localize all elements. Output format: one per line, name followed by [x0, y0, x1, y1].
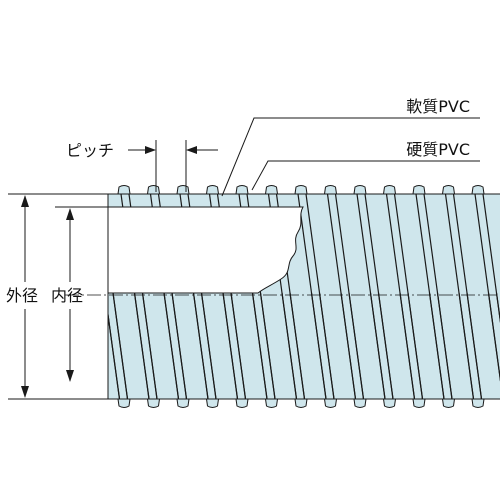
rib-bump: [353, 185, 367, 195]
spiral-rib-line: [133, 293, 150, 399]
rib-bump: [442, 185, 455, 195]
rib-bump: [265, 398, 278, 408]
rib-bump: [442, 398, 455, 408]
spiral-rib-line: [369, 293, 386, 399]
spiral-rib-line: [458, 293, 475, 399]
inner-diameter-label: 内径: [51, 286, 83, 305]
spiral-rib-line: [281, 293, 298, 399]
outer-diameter-label: 外径: [6, 286, 38, 305]
rib-bumps-top: [117, 185, 485, 195]
rib-bump: [294, 398, 308, 408]
hard-pvc-label: 硬質PVC: [406, 140, 470, 159]
spiral-rib-line: [200, 293, 217, 399]
rib-bump: [294, 185, 308, 195]
spiral-rib-line: [436, 293, 453, 399]
spiral-rib-line: [318, 293, 335, 399]
spiral-ribs-lower: [108, 293, 500, 399]
rib-bump: [206, 185, 219, 195]
hard-pvc-leader: [251, 160, 480, 191]
spiral-rib-line: [399, 293, 416, 399]
spiral-rib-line: [112, 293, 129, 399]
spiral-rib-line: [407, 293, 424, 399]
inner-diameter-arrowhead-bottom: [66, 370, 74, 382]
spiral-rib-line: [230, 293, 247, 399]
spiral-rib-line: [340, 293, 357, 399]
rib-bump: [147, 185, 160, 195]
spiral-rib-line: [466, 293, 483, 399]
outer-diameter-arrowhead-top: [21, 195, 29, 207]
spiral-rib-line: [222, 293, 239, 399]
spiral-rib-line: [251, 293, 268, 399]
rib-bump: [412, 398, 426, 408]
inner-bore-cutaway: [107, 206, 304, 294]
spiral-rib-line: [495, 293, 500, 323]
inner-diameter-arrowhead-top: [66, 208, 74, 220]
soft-pvc-label: 軟質PVC: [406, 97, 470, 116]
rib-bump: [471, 185, 485, 195]
spiral-rib-line: [192, 293, 209, 399]
spiral-rib-line: [289, 293, 306, 399]
spiral-rib-line: [171, 293, 188, 399]
rib-bump: [176, 185, 190, 195]
rib-bump: [324, 398, 337, 408]
rib-bump: [235, 398, 249, 408]
spiral-rib-line: [348, 293, 365, 399]
spiral-rib-line: [141, 293, 158, 399]
rib-bump: [471, 398, 485, 408]
spiral-rib-line: [310, 293, 327, 399]
spiral-rib-line: [259, 293, 276, 399]
rib-bump: [265, 185, 278, 195]
rib-bump: [147, 398, 160, 408]
pitch-label: ピッチ: [66, 141, 114, 160]
spiral-rib-line: [108, 310, 121, 399]
rib-bump: [383, 185, 396, 195]
pitch-arrowhead-right: [186, 146, 197, 154]
pitch-arrowhead-left: [145, 146, 156, 154]
rib-bump: [383, 398, 396, 408]
rib-bump: [117, 398, 131, 408]
rib-bump: [235, 185, 249, 195]
outer-diameter-arrowhead-bottom: [21, 386, 29, 398]
rib-bumps-bottom: [117, 398, 485, 408]
rib-bump: [117, 185, 131, 195]
spiral-rib-line: [377, 293, 394, 399]
rib-bump: [324, 185, 337, 195]
spiral-rib-line: [428, 293, 445, 399]
rib-bump: [206, 398, 219, 408]
soft-pvc-leader: [221, 117, 480, 197]
spiral-rib-line: [163, 293, 180, 399]
rib-bump: [412, 185, 426, 195]
rib-bump: [353, 398, 367, 408]
spiral-rib-line: [487, 293, 500, 382]
rib-bump: [176, 398, 190, 408]
